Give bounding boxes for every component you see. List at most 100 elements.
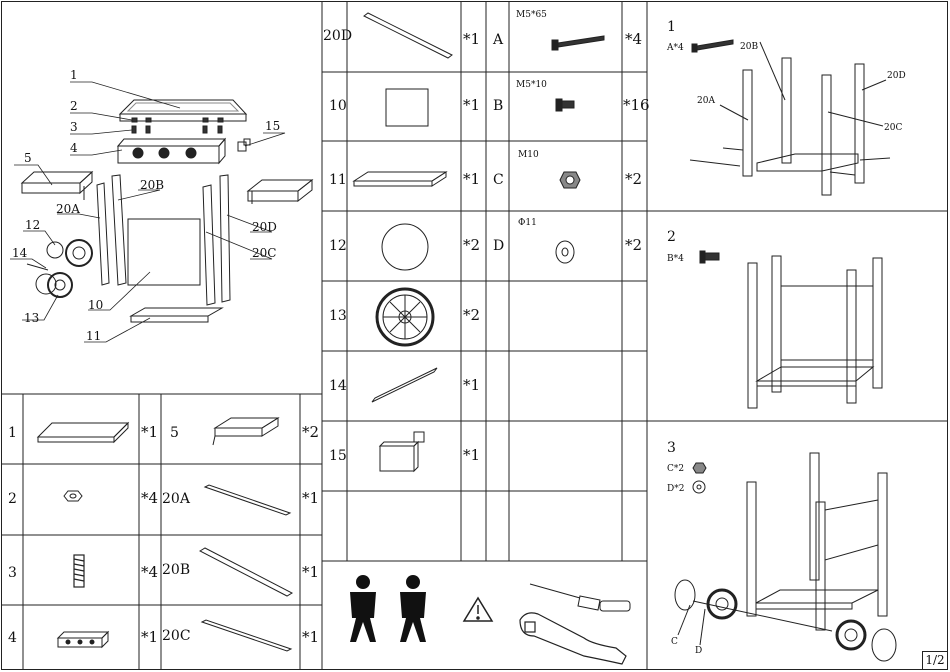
exploded-side-shelf-right bbox=[248, 180, 312, 204]
step-3-hardware-d: D*2 bbox=[667, 484, 684, 494]
callout-15: 15 bbox=[265, 119, 280, 133]
hw-qty-A: *4 bbox=[625, 30, 642, 48]
people-and-tools-box bbox=[350, 575, 630, 664]
callout-20D: 20D bbox=[252, 220, 277, 234]
exploded-wheels bbox=[27, 240, 92, 297]
part-id-15: 15 bbox=[329, 448, 347, 464]
part-qty-20D: *1 bbox=[463, 30, 480, 48]
callout-4: 4 bbox=[70, 141, 78, 155]
part-qty-20C: *1 bbox=[302, 628, 319, 646]
step-1-label-20B: 20B bbox=[740, 42, 758, 52]
washer-icon bbox=[556, 241, 574, 263]
part-qty-12: *2 bbox=[463, 236, 480, 254]
illus-leg-20D bbox=[364, 13, 452, 58]
exploded-back-panel bbox=[128, 219, 200, 285]
screw-m5x65-icon bbox=[552, 36, 604, 50]
step-3-nut-icon bbox=[693, 463, 706, 473]
part-qty-4: *1 bbox=[141, 628, 158, 646]
hw-letter-B: B bbox=[493, 98, 503, 114]
part-id-12: 12 bbox=[329, 238, 347, 254]
part-id-2: 2 bbox=[8, 491, 17, 507]
part-id-14: 14 bbox=[329, 378, 347, 394]
callout-20B: 20B bbox=[140, 178, 164, 192]
part-id-5: 5 bbox=[170, 425, 179, 441]
part-id-3: 3 bbox=[8, 565, 17, 581]
hw-qty-D: *2 bbox=[625, 236, 642, 254]
part-id-13: 13 bbox=[329, 308, 347, 324]
part-id-20C: 20C bbox=[162, 628, 191, 644]
callout-10: 10 bbox=[88, 298, 103, 312]
hw-qty-B: *16 bbox=[623, 96, 650, 114]
callout-11: 11 bbox=[86, 329, 101, 343]
callout-1: 1 bbox=[70, 68, 78, 82]
callout-3: 3 bbox=[70, 120, 78, 134]
hardware-illustrations bbox=[552, 36, 604, 263]
step-1-hardware: A*4 bbox=[666, 43, 684, 53]
exploded-nuts-springs bbox=[132, 118, 223, 133]
hw-spec-A: M5*65 bbox=[516, 10, 547, 20]
part-qty-3: *4 bbox=[141, 563, 158, 581]
illus-nut bbox=[64, 491, 82, 501]
exploded-view: 1 2 3 4 5 15 20A 20B 20D 20C 12 14 10 13… bbox=[10, 68, 312, 343]
step-3-label-c: C bbox=[671, 637, 678, 647]
part-qty-13: *2 bbox=[463, 306, 480, 324]
illus-axle bbox=[372, 368, 437, 402]
exploded-side-shelf-left bbox=[22, 172, 92, 200]
step-1-label-20A: 20A bbox=[697, 96, 715, 106]
callout-20A: 20A bbox=[56, 202, 80, 216]
callout-2: 2 bbox=[70, 99, 78, 113]
step-3-wheels bbox=[675, 580, 896, 661]
step-3-drawing: 3 C*2 D*2 C D bbox=[667, 440, 896, 661]
part-id-1: 1 bbox=[8, 425, 17, 441]
warning-triangle-icon bbox=[464, 598, 492, 621]
hw-qty-C: *2 bbox=[625, 170, 642, 188]
illus-wheel bbox=[377, 289, 433, 345]
part-qty-10: *1 bbox=[463, 96, 480, 114]
step-3-number: 3 bbox=[667, 440, 676, 456]
step-2-drawing: 2 B*4 bbox=[667, 229, 882, 408]
callout-13: 13 bbox=[24, 311, 39, 325]
part-id-20B: 20B bbox=[162, 562, 190, 578]
page-number: 1/2 bbox=[922, 651, 948, 670]
step-1-frame bbox=[690, 42, 890, 195]
two-person-icon bbox=[350, 575, 426, 642]
step-1-screw-icon bbox=[692, 40, 733, 52]
illus-bottom-shelf bbox=[354, 172, 446, 186]
callout-5: 5 bbox=[24, 151, 32, 165]
part-id-11: 11 bbox=[329, 172, 347, 188]
screwdriver-icon bbox=[530, 584, 630, 611]
exploded-callout-labels: 1 2 3 4 5 15 20A 20B 20D 20C 12 14 10 13… bbox=[12, 68, 280, 343]
exploded-bottom-shelf bbox=[131, 308, 222, 322]
callout-20C: 20C bbox=[252, 246, 276, 260]
step-3-hardware-c: C*2 bbox=[667, 464, 684, 474]
part-id-4: 4 bbox=[8, 630, 17, 646]
step-1-drawing: 1 A*4 20B 20D 20A 20C bbox=[666, 19, 906, 195]
illus-hubcap bbox=[382, 224, 428, 270]
part-qty-20A: *1 bbox=[302, 489, 319, 507]
step-1-label-20D: 20D bbox=[887, 71, 906, 81]
part-qty-11: *1 bbox=[463, 170, 480, 188]
step-3-label-d: D bbox=[695, 646, 702, 656]
step-2-screw-icon bbox=[700, 251, 719, 263]
illus-side-shelf bbox=[213, 418, 278, 445]
part-id-20A: 20A bbox=[162, 491, 191, 507]
part-qty-5: *2 bbox=[302, 423, 319, 441]
callout-12: 12 bbox=[25, 218, 40, 232]
step-2-number: 2 bbox=[667, 229, 676, 245]
exploded-burner-box bbox=[118, 139, 225, 163]
hw-letter-D: D bbox=[493, 238, 504, 254]
part-qty-2: *4 bbox=[141, 489, 158, 507]
step-3-washer-icon bbox=[693, 481, 705, 493]
part-id-10: 10 bbox=[329, 98, 347, 114]
hw-letter-C: C bbox=[493, 172, 504, 188]
hw-spec-B: M5*10 bbox=[516, 80, 547, 90]
hardware-table: A M5*65 *4 B M5*10 *16 C M10 *2 D Φ11 *2 bbox=[492, 10, 650, 254]
illus-burner-box bbox=[58, 632, 108, 647]
hw-letter-A: A bbox=[492, 32, 504, 48]
step-2-frame bbox=[748, 256, 882, 408]
hw-spec-D: Φ11 bbox=[518, 218, 537, 228]
illus-leg-20C bbox=[202, 620, 291, 651]
mid-table-illustrations bbox=[354, 13, 452, 471]
